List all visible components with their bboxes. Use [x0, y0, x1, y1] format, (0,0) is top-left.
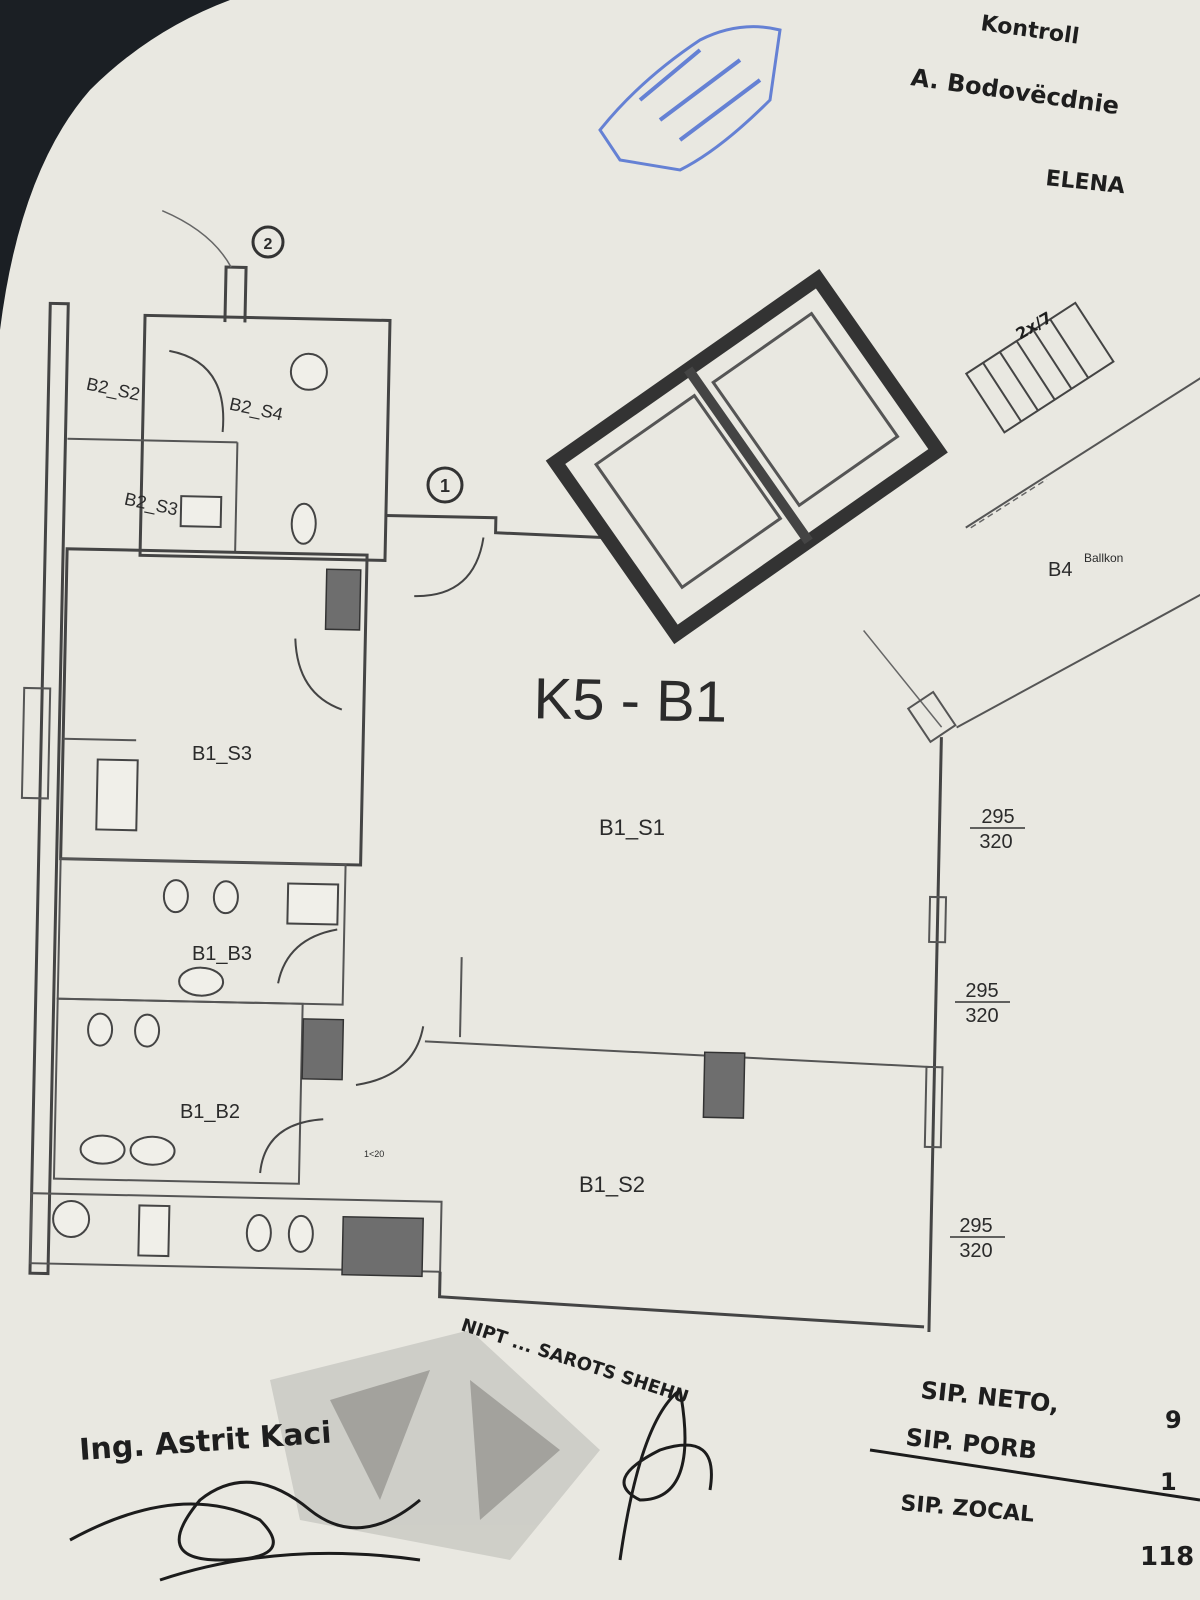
- marker-1: 1: [426, 466, 464, 504]
- door-b2-s4: [169, 349, 225, 433]
- svg-text:295: 295: [981, 806, 1014, 828]
- svg-text:2: 2: [264, 236, 273, 253]
- balcony-edge-top: [965, 371, 1200, 529]
- room-label-b1-s1: B1_S1: [599, 815, 665, 840]
- area-value-3: 118: [1140, 1542, 1194, 1572]
- b1-s3-wardrobe-icon: [95, 758, 139, 832]
- column-1: [324, 568, 362, 631]
- gray-stamp: [270, 1330, 600, 1560]
- b1-b2-wall: [52, 997, 304, 1185]
- dimension-3: 295 320: [950, 1215, 1005, 1262]
- dimension-1: 295 320: [970, 806, 1025, 853]
- svg-text:320: 320: [965, 1005, 998, 1027]
- stair-core: [545, 269, 948, 645]
- b1-b2-sink-icon-1: [79, 1134, 126, 1165]
- balcony-name: Ballkon: [1084, 551, 1123, 565]
- b2-sink-icon: [179, 495, 223, 529]
- area-value-1: 9: [1165, 1406, 1182, 1434]
- small-note: 1<20: [364, 1149, 384, 1159]
- svg-text:320: 320: [979, 831, 1012, 853]
- entry-door-swing: [161, 210, 232, 268]
- room-label-b1-b3: B1_B3: [192, 943, 252, 965]
- signature-left: [69, 1480, 421, 1582]
- s1-s2-partition: [424, 1040, 930, 1068]
- dimension-2: 295 320: [955, 980, 1010, 1027]
- column-4: [702, 1051, 746, 1119]
- right-outer-wall: [927, 737, 943, 1333]
- b1-b3-sink-icon: [178, 966, 225, 997]
- svg-text:1: 1: [440, 476, 450, 496]
- marker-2: 2: [251, 225, 285, 259]
- balcony-label: B4 Ballkon: [1048, 551, 1123, 581]
- b2-shower-icon: [289, 352, 328, 391]
- bottom-strip: [29, 1192, 443, 1273]
- svg-text:295: 295: [959, 1215, 992, 1237]
- b1-b2-sink-icon-2: [129, 1135, 176, 1166]
- elevator-shaft-1: [593, 393, 783, 590]
- area-value-2: 1: [1160, 1468, 1177, 1496]
- signature-right: [618, 1387, 713, 1561]
- door-b1-s3: [294, 638, 343, 711]
- b2-toilet-icon: [290, 502, 317, 545]
- balcony-code: B4: [1048, 559, 1072, 581]
- svg-text:295: 295: [965, 980, 998, 1002]
- left-outer-wall: [28, 301, 70, 1276]
- b1-b3-shower-icon: [286, 882, 340, 926]
- svg-text:320: 320: [959, 1240, 992, 1262]
- entry-jamb: [223, 265, 248, 323]
- bottom-outer-wall: [438, 1271, 925, 1329]
- room-label-b1-b2: B1_B2: [180, 1101, 240, 1123]
- room-label-b1-s3: B1_S3: [192, 743, 252, 765]
- window-left: [20, 686, 52, 800]
- balcony-edge-bottom: [956, 591, 1200, 729]
- elevator-shaft-2: [711, 311, 900, 508]
- area-divider: [869, 1448, 1200, 1502]
- entrance-door: [414, 537, 485, 598]
- room-label-b1-s2: B1_S2: [579, 1172, 645, 1197]
- stairs-top-right: [964, 301, 1115, 434]
- blue-stamp: [598, 25, 782, 172]
- column-2: [301, 1018, 345, 1081]
- column-3: [341, 1215, 424, 1278]
- plan-title: K5 - B1: [533, 666, 728, 734]
- b2-block-wall: [138, 313, 392, 562]
